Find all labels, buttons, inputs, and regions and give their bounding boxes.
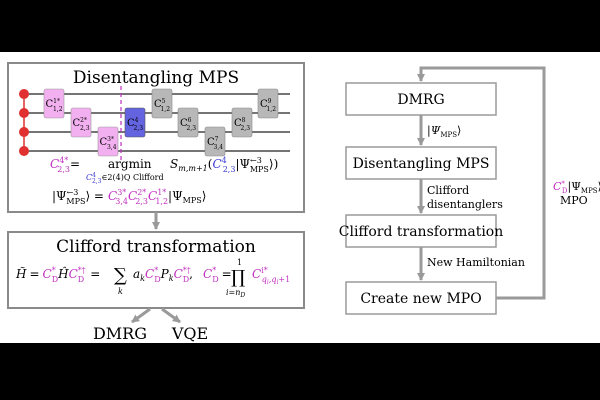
svg-text:C1*1,2: C1*1,2 <box>45 98 62 113</box>
loop-label-line1: C*D|ΨMPS⟩, <box>553 180 600 195</box>
edge-label-hamiltonian: New Hamiltonian <box>427 256 525 269</box>
svg-text:C51,2: C51,2 <box>154 98 170 113</box>
svg-text:Disentangling MPS: Disentangling MPS <box>353 156 490 172</box>
eq1-lhs: C4*2,3= <box>50 156 80 174</box>
clifford-equation-sum-terms: akC*DPkC*†D,C*D= <box>133 266 232 284</box>
product-term: Ci*qi,qi+1 <box>252 266 290 286</box>
flow-step-disentangling: Disentangling MPS <box>345 146 497 180</box>
product-symbol: ∏ <box>231 267 245 288</box>
svg-text:C62,3: C62,3 <box>180 117 196 132</box>
sum-symbol: ∑ <box>114 265 127 286</box>
svg-text:C82,3: C82,3 <box>234 117 250 132</box>
clifford-panel-title: Clifford transformation <box>56 237 256 257</box>
flow-loop-arrow <box>417 66 546 300</box>
gate-c1: C1*1,2 <box>43 88 65 119</box>
loop-label-line2: MPO <box>560 194 588 207</box>
gate-c3: C3*3,4 <box>97 126 119 157</box>
flow-step-create-mpo: Create new MPO <box>345 281 497 315</box>
disentangling-panel-title: Disentangling MPS <box>73 68 239 88</box>
svg-text:C2*2,3: C2*2,3 <box>72 117 89 132</box>
svg-text:DMRG: DMRG <box>397 92 444 108</box>
edge-label-clifford-2: disentanglers <box>427 198 503 211</box>
clifford-panel-frame <box>7 231 305 309</box>
svg-text:Clifford transformation: Clifford transformation <box>339 224 504 240</box>
disentangling-panel-frame <box>7 62 305 213</box>
product-upper: 1 <box>237 258 242 267</box>
flow-step-dmrg: DMRG <box>345 82 497 116</box>
flow-step-clifford: Clifford transformation <box>339 214 504 248</box>
arrow-to-dmrg-output <box>131 307 151 324</box>
svg-text:C3*3,4: C3*3,4 <box>99 136 116 151</box>
sum-index: k <box>118 287 123 296</box>
edge-label-clifford-1: Clifford <box>427 184 469 197</box>
edge-label-mps: |ΨMPS⟩ <box>427 124 461 139</box>
svg-text:C73,4: C73,4 <box>207 136 223 151</box>
clifford-equation-h: H̃=C*DĤC*†D= <box>15 266 100 284</box>
svg-text:Create new MPO: Create new MPO <box>360 291 481 307</box>
output-dmrg: DMRG <box>93 324 147 343</box>
eq1-argmin: argmin <box>108 157 152 171</box>
product-lower: i=nD <box>226 288 245 299</box>
svg-text:C91,2: C91,2 <box>260 98 276 113</box>
output-vqe: VQE <box>171 324 208 343</box>
gate-c2: C2*2,3 <box>70 107 92 138</box>
arrow-to-vqe-output <box>161 307 181 324</box>
svg-text:C42,3: C42,3 <box>127 117 143 132</box>
